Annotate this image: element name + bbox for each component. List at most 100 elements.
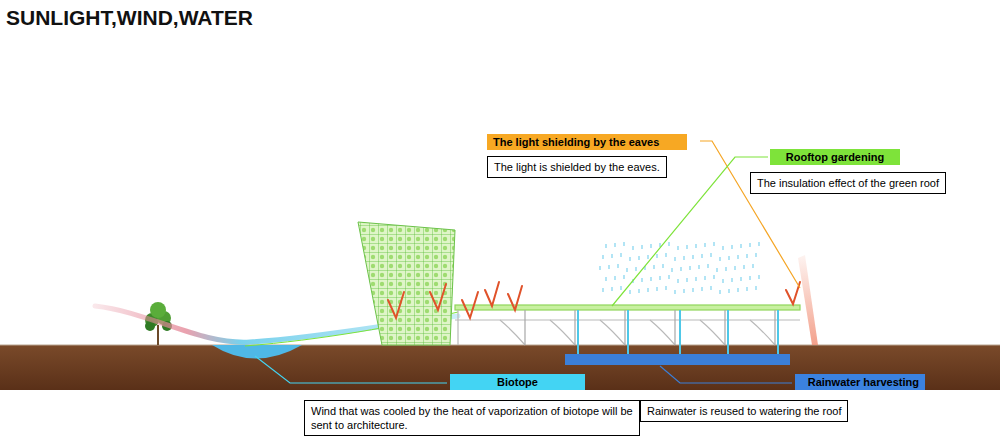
rain-drop [620,286,621,290]
callout-heading: Rainwater harvesting [795,374,925,390]
rain-drop [611,287,612,291]
rain-drop [752,264,753,268]
rainwater-tank [565,354,790,365]
rain-drop [671,268,672,272]
rain-drop [686,245,687,249]
biotope-pond [212,345,302,359]
rain-drop [692,288,693,292]
rain-drop [665,286,666,290]
callout-heading: Biotope [450,374,585,390]
rain-drop [746,254,747,258]
rain-drop [638,256,639,260]
rain-drop [731,278,732,282]
heading-text: The light shielding by the eaves [493,135,681,149]
rain-drop [713,275,714,279]
note-text: Rainwater is reused to watering the roof [647,404,841,418]
rain-drop [677,246,678,250]
ground-line [0,345,1000,346]
rain [600,242,759,294]
rain-drop [731,245,732,249]
light-beam [798,255,818,345]
note-text: The light is shielded by the eaves. [494,160,660,174]
ground [0,345,1000,390]
rain-drop [695,277,696,281]
rain-drop [653,265,654,269]
rain-drop [683,289,684,293]
rain-drop [665,253,666,257]
rain-drop [629,290,630,294]
note-text: Wind that was cooled by the heat of vapo… [311,404,633,432]
rain-drop [716,268,717,272]
rain-drop [749,243,750,247]
rain-drop [710,253,711,257]
rain-drop [638,289,639,293]
rain-drop [629,257,630,261]
rain-drop [692,255,693,259]
rain-drop [701,254,702,258]
rain-drop [662,264,663,268]
rain-drop [641,278,642,282]
rain-drop [659,276,660,280]
diagram-title: SUNLIGHT,WIND,WATER [6,6,253,30]
rain-drop [635,267,636,271]
callout-note: The insulation effect of the green roof [750,172,946,194]
rain-drop [674,290,675,294]
rain-drop [617,264,618,268]
rain-drop [737,255,738,259]
leader-line [255,356,447,383]
rain-drop [728,289,729,293]
rain-drop [650,277,651,281]
rain-drop [656,254,657,258]
rain-drop [758,242,759,246]
rain-drop [614,243,615,247]
rain-drop [749,276,750,280]
rain-drop [626,268,627,272]
rain-drop [668,275,669,279]
rain-drop [740,244,741,248]
rain-drop [632,246,633,250]
rain-drop [728,256,729,260]
rain-drop [740,277,741,281]
rain-drop [713,242,714,246]
rain-drop [746,287,747,291]
callout-heading: The light shielding by the eaves [487,134,687,150]
rain-drop [719,257,720,261]
callout-note: The light is shielded by the eaves. [487,156,667,178]
rain-drop [743,265,744,269]
rain-drop [734,266,735,270]
green-lattice-tower [358,222,455,345]
heading-text: Rainwater harvesting [801,375,919,389]
sunlight-arrow [388,282,800,318]
rain-drop [686,278,687,282]
rain-drop [602,255,603,259]
rain-drop [623,242,624,246]
rain-drop [647,288,648,292]
rain-drop [701,287,702,291]
rain-drop [668,242,669,246]
rain-drop [599,266,600,270]
rain-drop [611,254,612,258]
heading-text: Biotope [456,375,579,389]
rain-drop [722,246,723,250]
heading-text: Rooftop gardening [776,150,894,164]
rain-drop [608,265,609,269]
rain-drop [623,275,624,279]
rain-drop [683,256,684,260]
rain-drop [704,276,705,280]
rain-drop [674,257,675,261]
rain-drop [755,286,756,290]
rain-drop [689,266,690,270]
callout-note: Rainwater is reused to watering the roof [640,400,848,422]
rain-drop [704,243,705,247]
rain-drop [755,253,756,257]
rain-drop [725,267,726,271]
rain-drop [737,288,738,292]
rain-drop [680,267,681,271]
rain-drop [695,244,696,248]
rain-drop [647,255,648,259]
rain-drop [605,277,606,281]
callout-note: Wind that was cooled by the heat of vapo… [304,400,640,436]
rain-drop [719,290,720,294]
rain-drop [641,245,642,249]
